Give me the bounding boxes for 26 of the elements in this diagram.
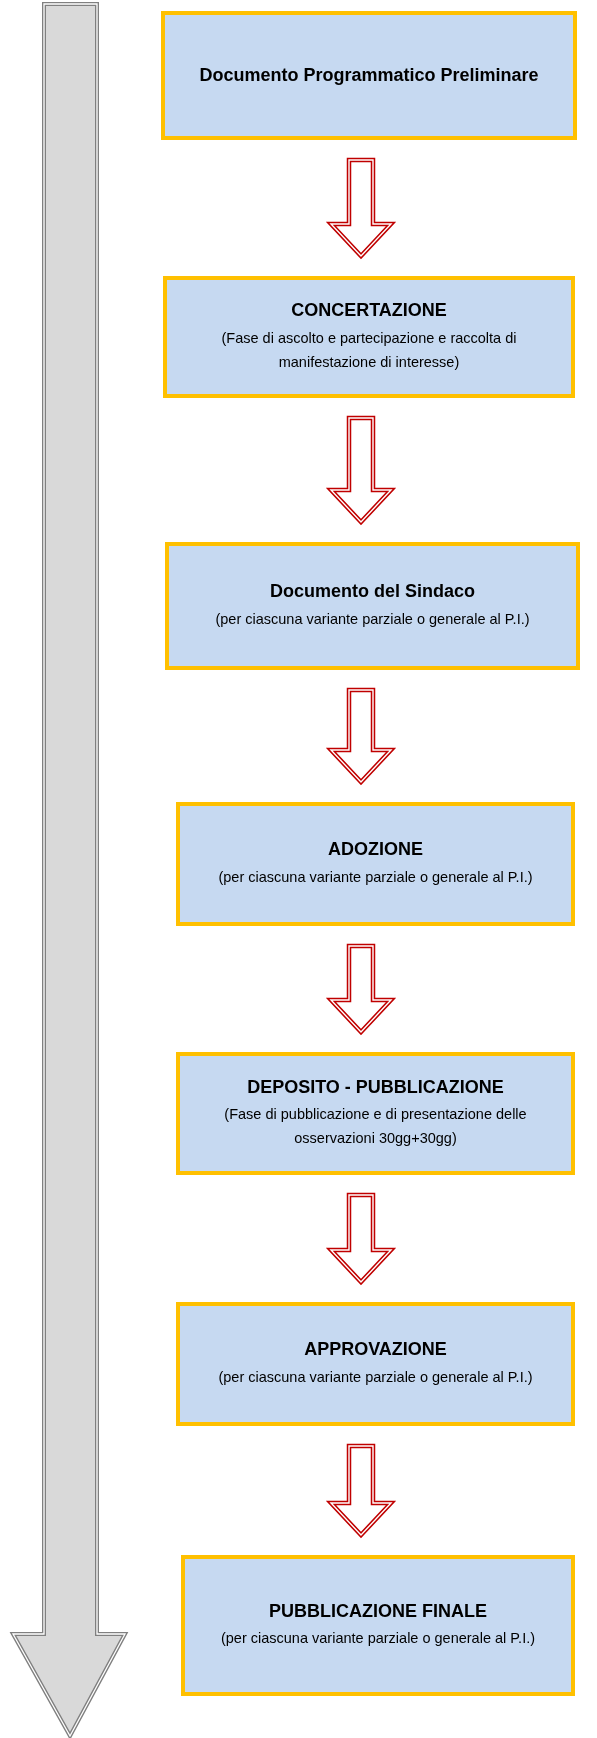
process-box	[176, 802, 575, 926]
arrow	[325, 1192, 397, 1286]
step-title: ADOZIONE	[328, 838, 423, 862]
arrow	[325, 687, 397, 786]
step-title: Documento del Sindaco	[270, 580, 475, 604]
step-description: (Fase di pubblicazione e di presentazione delle osservazioni 30gg+30gg)	[223, 1105, 528, 1149]
arrow	[325, 1443, 397, 1539]
process-box	[176, 1302, 575, 1426]
process-box	[163, 276, 575, 398]
step-description: (per ciascuna variante parziale o generale al P.I.)	[218, 867, 533, 887]
arrow	[325, 415, 397, 526]
step-title: Documento Programmatico Preliminare	[199, 63, 539, 87]
step-title: PUBBLICAZIONE FINALE	[269, 1599, 487, 1623]
step-title: CONCERTAZIONE	[291, 299, 447, 323]
arrow	[325, 157, 397, 260]
arrow	[325, 943, 397, 1036]
step-title: DEPOSITO - PUBBLICAZIONE	[247, 1075, 504, 1099]
step-description: (per ciascuna variante parziale o generale al P.I.)	[220, 1629, 536, 1649]
process-box	[161, 11, 577, 140]
step-title: APPROVAZIONE	[304, 1338, 447, 1362]
step-description: (per ciascuna variante parziale o generale al P.I.)	[218, 1367, 533, 1387]
process-box	[181, 1555, 575, 1696]
process-box	[165, 542, 580, 670]
process-box	[176, 1052, 575, 1175]
step-description: (Fase di ascolto e partecipazione e raccolta di manifestazione di interesse)	[220, 328, 518, 372]
step-description: (per ciascuna variante parziale o generale al P.I.)	[215, 609, 530, 629]
